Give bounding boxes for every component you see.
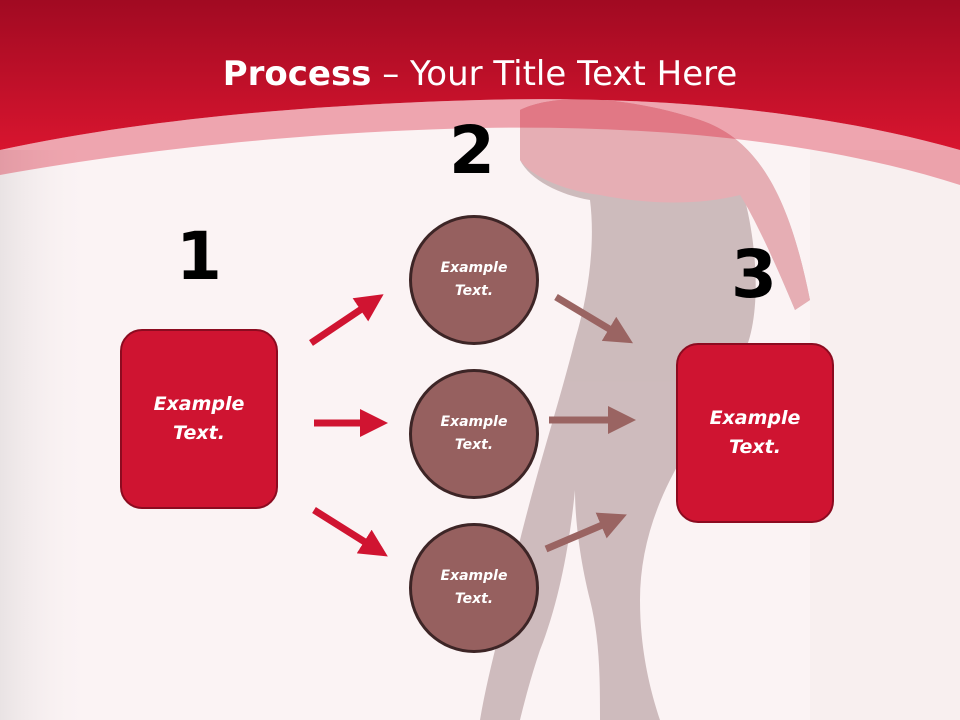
left-box-line1: Example xyxy=(153,393,245,415)
title-rest: – Your Title Text Here xyxy=(371,54,738,94)
circle-middle-line1: Example xyxy=(440,414,508,430)
right-box-line1: Example xyxy=(709,407,801,429)
circle-top: Example Text. xyxy=(409,215,539,345)
left-box-line2: Text. xyxy=(173,422,225,444)
step-number-1: 1 xyxy=(176,218,222,295)
circle-bottom-line1: Example xyxy=(440,568,508,584)
left-process-box: Example Text. xyxy=(120,329,278,509)
circle-bottom-line2: Text. xyxy=(454,591,494,607)
title-bold: Process xyxy=(222,54,372,94)
circle-top-line2: Text. xyxy=(454,283,494,299)
figure-silhouette xyxy=(480,99,810,720)
circle-middle: Example Text. xyxy=(409,369,539,499)
circle-top-line1: Example xyxy=(440,260,508,276)
circle-bottom: Example Text. xyxy=(409,523,539,653)
step-number-2: 2 xyxy=(449,112,495,189)
right-process-box: Example Text. xyxy=(676,343,834,523)
step-number-3: 3 xyxy=(731,236,777,313)
right-box-line2: Text. xyxy=(729,436,781,458)
slide-title: Process – Your Title Text Here xyxy=(0,52,960,96)
circle-middle-line2: Text. xyxy=(454,437,494,453)
